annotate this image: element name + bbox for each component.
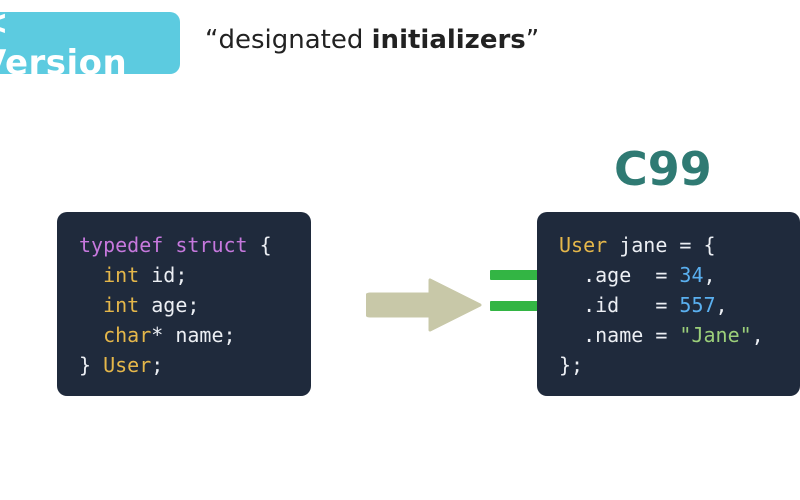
- code-line: };: [559, 350, 800, 380]
- type-name: User: [103, 353, 152, 377]
- code-line: } User;: [79, 350, 311, 380]
- code-line: int id;: [79, 260, 311, 290]
- code-text: age;: [139, 293, 200, 317]
- struct-definition-code: typedef struct { int id; int age; char* …: [57, 212, 311, 396]
- field-designator: .age =: [559, 263, 680, 287]
- subtitle-quote-open: “: [205, 25, 219, 55]
- number-literal: 34: [679, 263, 704, 287]
- keyword: typedef struct: [79, 233, 248, 257]
- code-line: User jane = {: [559, 230, 800, 260]
- code-text: ,: [715, 293, 728, 317]
- code-line: int age;: [79, 290, 311, 320]
- code-text: jane = {: [607, 233, 716, 257]
- right-arrow-icon: [366, 278, 482, 332]
- type-name: User: [559, 233, 608, 257]
- code-line: char* name;: [79, 320, 311, 350]
- code-text: id;: [139, 263, 188, 287]
- code-text: ;: [151, 353, 164, 377]
- code-text: * name;: [151, 323, 236, 347]
- field-designator: .name =: [559, 323, 680, 347]
- version-badge-label: < Version: [0, 3, 128, 83]
- equals-bar-bottom: [490, 301, 568, 311]
- code-line: typedef struct {: [79, 230, 311, 260]
- type-name: char: [103, 323, 152, 347]
- designated-initializer-code: User jane = { .age = 34, .id = 557, .nam…: [537, 212, 800, 396]
- code-text: }: [79, 353, 104, 377]
- code-line: .age = 34,: [559, 260, 800, 290]
- field-designator: .id =: [559, 293, 680, 317]
- subtitle: “designated initializers”: [205, 25, 539, 55]
- code-text: ,: [703, 263, 716, 287]
- code-line: .name = "Jane",: [559, 320, 800, 350]
- code-text: };: [559, 353, 584, 377]
- standard-label: C99: [614, 142, 712, 196]
- subtitle-quote-close: ”: [525, 25, 540, 55]
- code-text: ,: [751, 323, 764, 347]
- type-name: int: [103, 263, 140, 287]
- subtitle-bold: initializers: [371, 25, 526, 55]
- code-text: {: [247, 233, 272, 257]
- type-name: int: [103, 293, 140, 317]
- subtitle-normal: designated: [218, 25, 372, 55]
- string-literal: "Jane": [679, 323, 752, 347]
- equals-bar-top: [490, 270, 568, 280]
- version-badge: < Version: [0, 3, 180, 83]
- number-literal: 557: [679, 293, 716, 317]
- code-line: .id = 557,: [559, 290, 800, 320]
